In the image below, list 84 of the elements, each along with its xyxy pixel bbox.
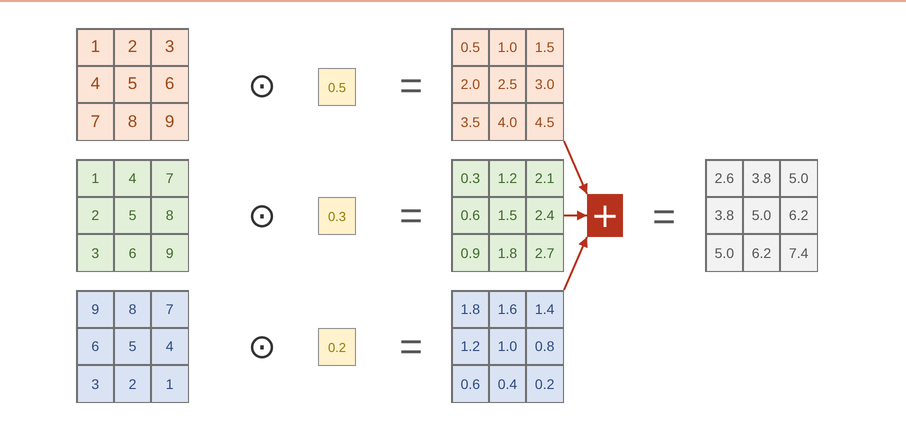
equals-sign: = <box>399 327 423 367</box>
matrix-cell: 9 <box>152 104 188 140</box>
matrix-cell: 2 <box>78 198 114 234</box>
equals-sign: = <box>652 197 676 237</box>
matrix-cell: 1 <box>78 30 114 66</box>
matrix-cell: 9 <box>152 234 188 270</box>
arrow <box>563 236 588 290</box>
matrix-cell: 1.4 <box>526 292 562 328</box>
matrix-cell: 2.0 <box>452 66 488 102</box>
matrix-cell: 2.5 <box>490 66 526 102</box>
matrix-cell: 4 <box>152 328 188 364</box>
matrix-cell: 1.2 <box>490 160 526 196</box>
matrix-cell: 1.5 <box>490 198 526 234</box>
matrix-grid <box>705 159 818 272</box>
matrix-cell: 0.6 <box>452 366 488 402</box>
matrix-cell: 3.8 <box>744 160 780 196</box>
matrix-cell: 7.4 <box>780 234 816 270</box>
matrix-cell: 0.4 <box>490 366 526 402</box>
matrix-cell: 6.2 <box>744 234 780 270</box>
matrix-cell: 6.2 <box>780 198 816 234</box>
matrix-cell: 6 <box>152 66 188 102</box>
scalar-box: 0.5 <box>318 68 356 106</box>
circled-dot-operator: ⊙ <box>248 199 276 233</box>
matrix-cell: 9 <box>78 292 114 328</box>
matrix-cell: 0.6 <box>452 198 488 234</box>
matrix-cell: 2 <box>114 30 150 66</box>
matrix-cell: 2.4 <box>526 198 562 234</box>
matrix-cell: 8 <box>152 198 188 234</box>
matrix-cell: 6 <box>114 234 150 270</box>
matrix-grid <box>76 28 189 141</box>
matrix-cell: 1 <box>78 160 114 196</box>
matrix-cell: 2.1 <box>526 160 562 196</box>
matrix-cell: 3 <box>78 234 114 270</box>
matrix-cell: 8 <box>114 104 150 140</box>
matrix-cell: 4 <box>114 160 150 196</box>
matrix-cell: 5 <box>114 66 150 102</box>
matrix-cell: 1.5 <box>526 30 562 66</box>
matrix-cell: 1.2 <box>452 328 488 364</box>
matrix-cell: 7 <box>152 160 188 196</box>
matrix-cell: 1.8 <box>452 292 488 328</box>
matrix-cell: 7 <box>152 292 188 328</box>
circled-dot-operator: ⊙ <box>248 330 276 364</box>
matrix-cell: 5.0 <box>706 234 742 270</box>
matrix-cell: 3 <box>152 30 188 66</box>
matrix-cell: 2.6 <box>706 160 742 196</box>
matrix-cell: 0.8 <box>526 328 562 364</box>
matrix-cell: 0.2 <box>526 366 562 402</box>
matrix-cell: 5 <box>114 328 150 364</box>
matrix-cell: 4 <box>78 66 114 102</box>
matrix-cell: 0.5 <box>452 30 488 66</box>
matrix-cell: 0.3 <box>452 160 488 196</box>
matrix-cell: 1.8 <box>490 234 526 270</box>
equals-sign: = <box>399 196 423 236</box>
matrix-cell: 1.0 <box>490 328 526 364</box>
matrix-cell: 5.0 <box>744 198 780 234</box>
matrix-cell: 3 <box>78 366 114 402</box>
matrix-cell: 4.5 <box>526 104 562 140</box>
matrix-cell: 1.0 <box>490 30 526 66</box>
matrix-grid <box>451 28 564 141</box>
arrow <box>563 140 588 194</box>
matrix-grid <box>76 159 189 272</box>
matrix-cell: 8 <box>114 292 150 328</box>
sum-operator-box: + <box>587 194 623 237</box>
matrix-cell: 5 <box>114 198 150 234</box>
matrix-cell: 3.5 <box>452 104 488 140</box>
scalar-box: 0.2 <box>318 328 356 366</box>
arrow <box>564 210 587 220</box>
equals-sign: = <box>399 66 423 106</box>
matrix-cell: 5.0 <box>780 160 816 196</box>
matrix-cell: 1.6 <box>490 292 526 328</box>
matrix-cell: 4.0 <box>490 104 526 140</box>
matrix-cell: 7 <box>78 104 114 140</box>
matrix-grid <box>451 159 564 272</box>
matrix-grid <box>451 290 564 403</box>
matrix-grid <box>76 290 189 403</box>
matrix-cell: 2.7 <box>526 234 562 270</box>
matrix-cell: 3.8 <box>706 198 742 234</box>
matrix-cell: 2 <box>114 366 150 402</box>
matrix-cell: 6 <box>78 328 114 364</box>
matrix-cell: 0.9 <box>452 234 488 270</box>
circled-dot-operator: ⊙ <box>248 69 276 103</box>
matrix-cell: 3.0 <box>526 66 562 102</box>
matrix-cell: 1 <box>152 366 188 402</box>
scalar-box: 0.3 <box>318 197 356 235</box>
